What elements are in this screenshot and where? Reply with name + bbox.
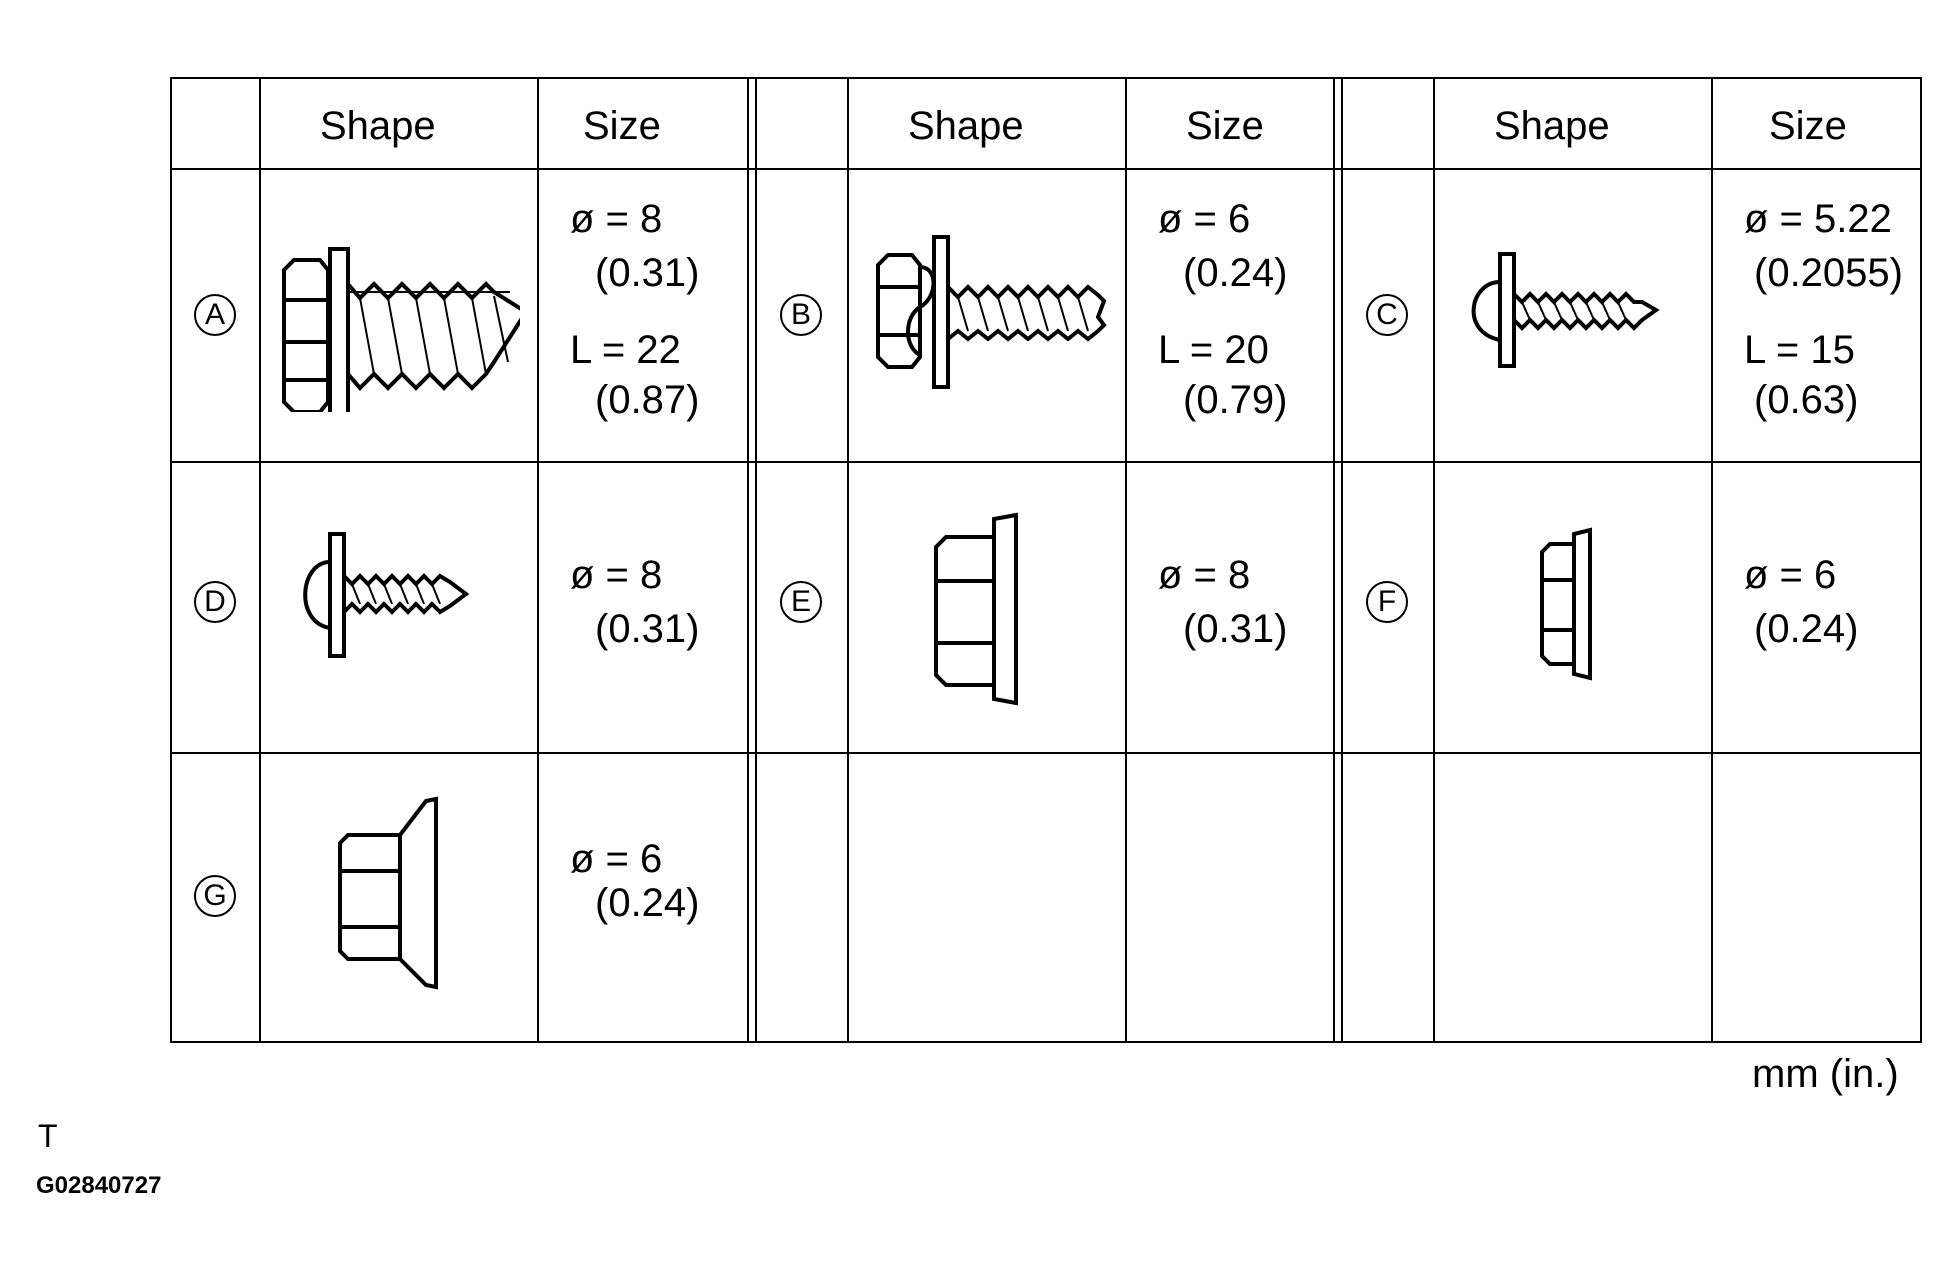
- size-e-diameter-in: (0.31): [1183, 607, 1288, 651]
- table-grid: [170, 77, 1922, 1043]
- fastener-size-table: Shape Size Shape Size Shape Size A ø = 8…: [170, 77, 1922, 1043]
- header-shape-1: Shape: [320, 104, 436, 148]
- size-c-length-in: (0.63): [1754, 378, 1859, 422]
- size-f-diameter: ø = 6: [1744, 553, 1837, 597]
- size-g-diameter-in: (0.24): [595, 881, 700, 925]
- size-g-diameter: ø = 6: [570, 837, 663, 881]
- item-label-b: B: [780, 294, 822, 336]
- item-label-e: E: [780, 581, 822, 623]
- item-label-f: F: [1366, 581, 1408, 623]
- hex-bolt-with-spring-washer-icon: [876, 235, 1107, 389]
- item-label-c: C: [1366, 294, 1408, 336]
- size-f-diameter-in: (0.24): [1754, 607, 1859, 651]
- size-c-diameter-in: (0.2055): [1754, 251, 1903, 295]
- size-b-diameter-in: (0.24): [1183, 251, 1288, 295]
- header-shape-3: Shape: [1494, 104, 1610, 148]
- size-b-length: L = 20: [1158, 328, 1269, 372]
- flange-nut-conical-icon: [338, 796, 438, 990]
- header-shape-2: Shape: [908, 104, 1024, 148]
- round-head-tapping-screw-icon: [1471, 252, 1660, 368]
- size-c-diameter: ø = 5.22: [1744, 197, 1892, 241]
- flange-nut-icon: [934, 512, 1018, 706]
- header-size-1: Size: [583, 104, 661, 148]
- item-label-d: D: [194, 581, 236, 623]
- size-b-diameter: ø = 6: [1158, 197, 1251, 241]
- size-a-length: L = 22: [570, 328, 681, 372]
- item-label-g: G: [194, 875, 236, 917]
- size-a-diameter-in: (0.31): [595, 251, 700, 295]
- size-d-diameter-in: (0.31): [595, 607, 700, 651]
- figure-code: G02840727: [36, 1172, 162, 1199]
- unit-note: mm (in.): [1752, 1052, 1899, 1096]
- size-b-length-in: (0.79): [1183, 378, 1288, 422]
- hex-bolt-with-washer-icon: [282, 247, 520, 412]
- flange-nut-icon: [1540, 527, 1592, 681]
- size-a-length-in: (0.87): [595, 378, 700, 422]
- corner-mark: T: [38, 1118, 58, 1154]
- size-e-diameter: ø = 8: [1158, 553, 1251, 597]
- header-size-2: Size: [1186, 104, 1264, 148]
- round-head-tapping-screw-icon: [303, 532, 470, 658]
- size-d-diameter: ø = 8: [570, 553, 663, 597]
- item-label-a: A: [194, 294, 236, 336]
- size-a-diameter: ø = 8: [570, 197, 663, 241]
- header-size-3: Size: [1769, 104, 1847, 148]
- size-c-length: L = 15: [1744, 328, 1855, 372]
